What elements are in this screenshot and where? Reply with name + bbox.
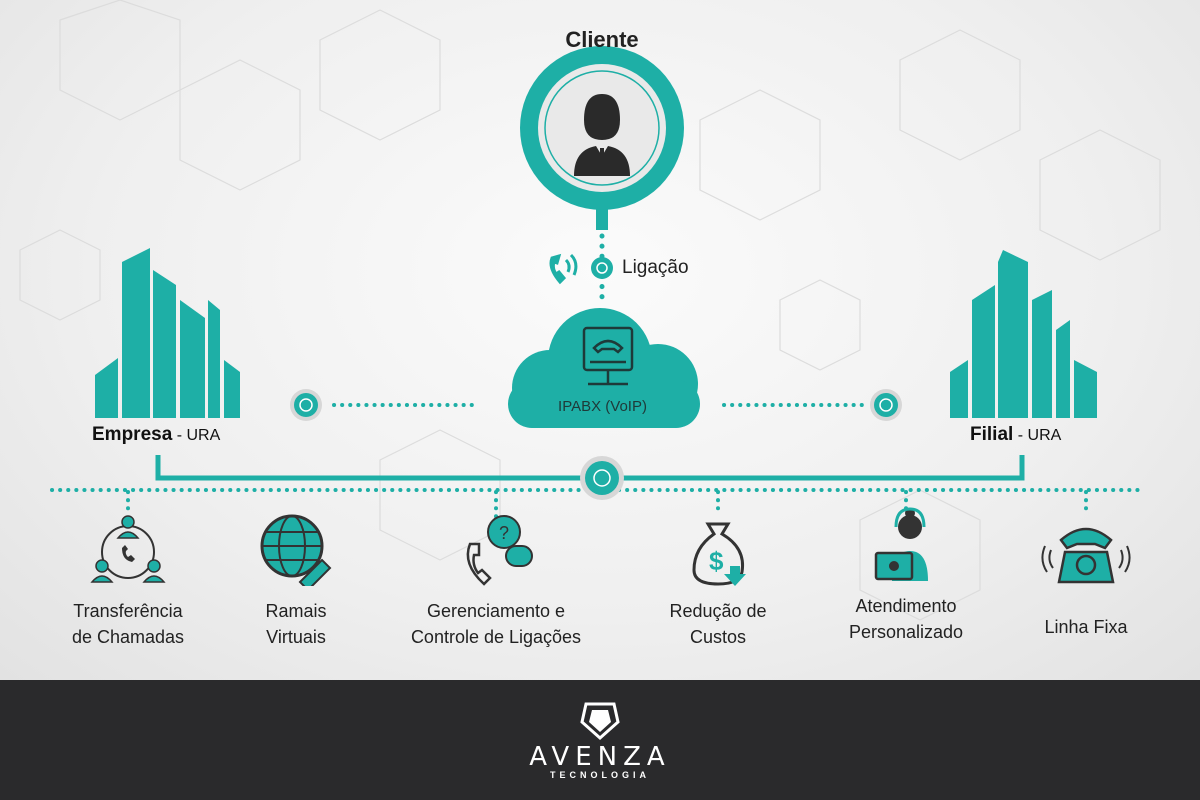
call-transfer-icon xyxy=(90,515,166,583)
svg-text:?: ? xyxy=(499,523,509,543)
company-building-icon xyxy=(95,248,240,418)
ipabx-cloud xyxy=(508,308,700,428)
landline-phone-icon xyxy=(1041,527,1131,584)
client-node xyxy=(520,46,684,230)
company-suffix: - URA xyxy=(172,427,221,444)
company-name: Empresa xyxy=(92,424,173,445)
branch-building-icon xyxy=(950,250,1097,418)
feature-landline: Linha Fixa xyxy=(981,520,1191,640)
svg-text:$: $ xyxy=(709,546,724,576)
lion-logo-icon xyxy=(580,702,620,741)
feature-label: Linha Fixa xyxy=(1044,617,1128,637)
phone-ringing-icon xyxy=(549,253,578,285)
brand-tagline: TECNOLOGIA xyxy=(550,770,650,780)
company-label: Empresa - URA xyxy=(92,424,220,446)
call-label: Ligação xyxy=(622,257,689,278)
brand-name: AVENZA xyxy=(529,742,671,772)
footer xyxy=(0,680,1200,800)
branch-label: Filial - URA xyxy=(970,424,1061,446)
client-title: Cliente xyxy=(565,27,639,52)
call-agent-icon xyxy=(874,507,928,581)
center-node xyxy=(580,456,624,500)
ipabx-label: IPABX (VoIP) xyxy=(558,398,647,415)
ip-phone-server-icon xyxy=(582,326,634,386)
diagram-canvas: Cliente Ligação IPABX (VoIP) Empresa - U… xyxy=(0,0,1200,680)
money-bag-icon: $ xyxy=(692,522,746,586)
right-node xyxy=(870,389,902,421)
globe-phone-icon xyxy=(260,514,332,586)
call-node xyxy=(591,257,613,279)
left-node xyxy=(290,389,322,421)
branch-suffix: - URA xyxy=(1013,427,1062,444)
hexagon-background xyxy=(19,0,1161,621)
businessman-icon xyxy=(574,94,630,176)
diagram-graphics xyxy=(19,0,1161,621)
branch-name: Filial xyxy=(970,424,1014,445)
phone-question-icon: ? xyxy=(466,515,533,586)
